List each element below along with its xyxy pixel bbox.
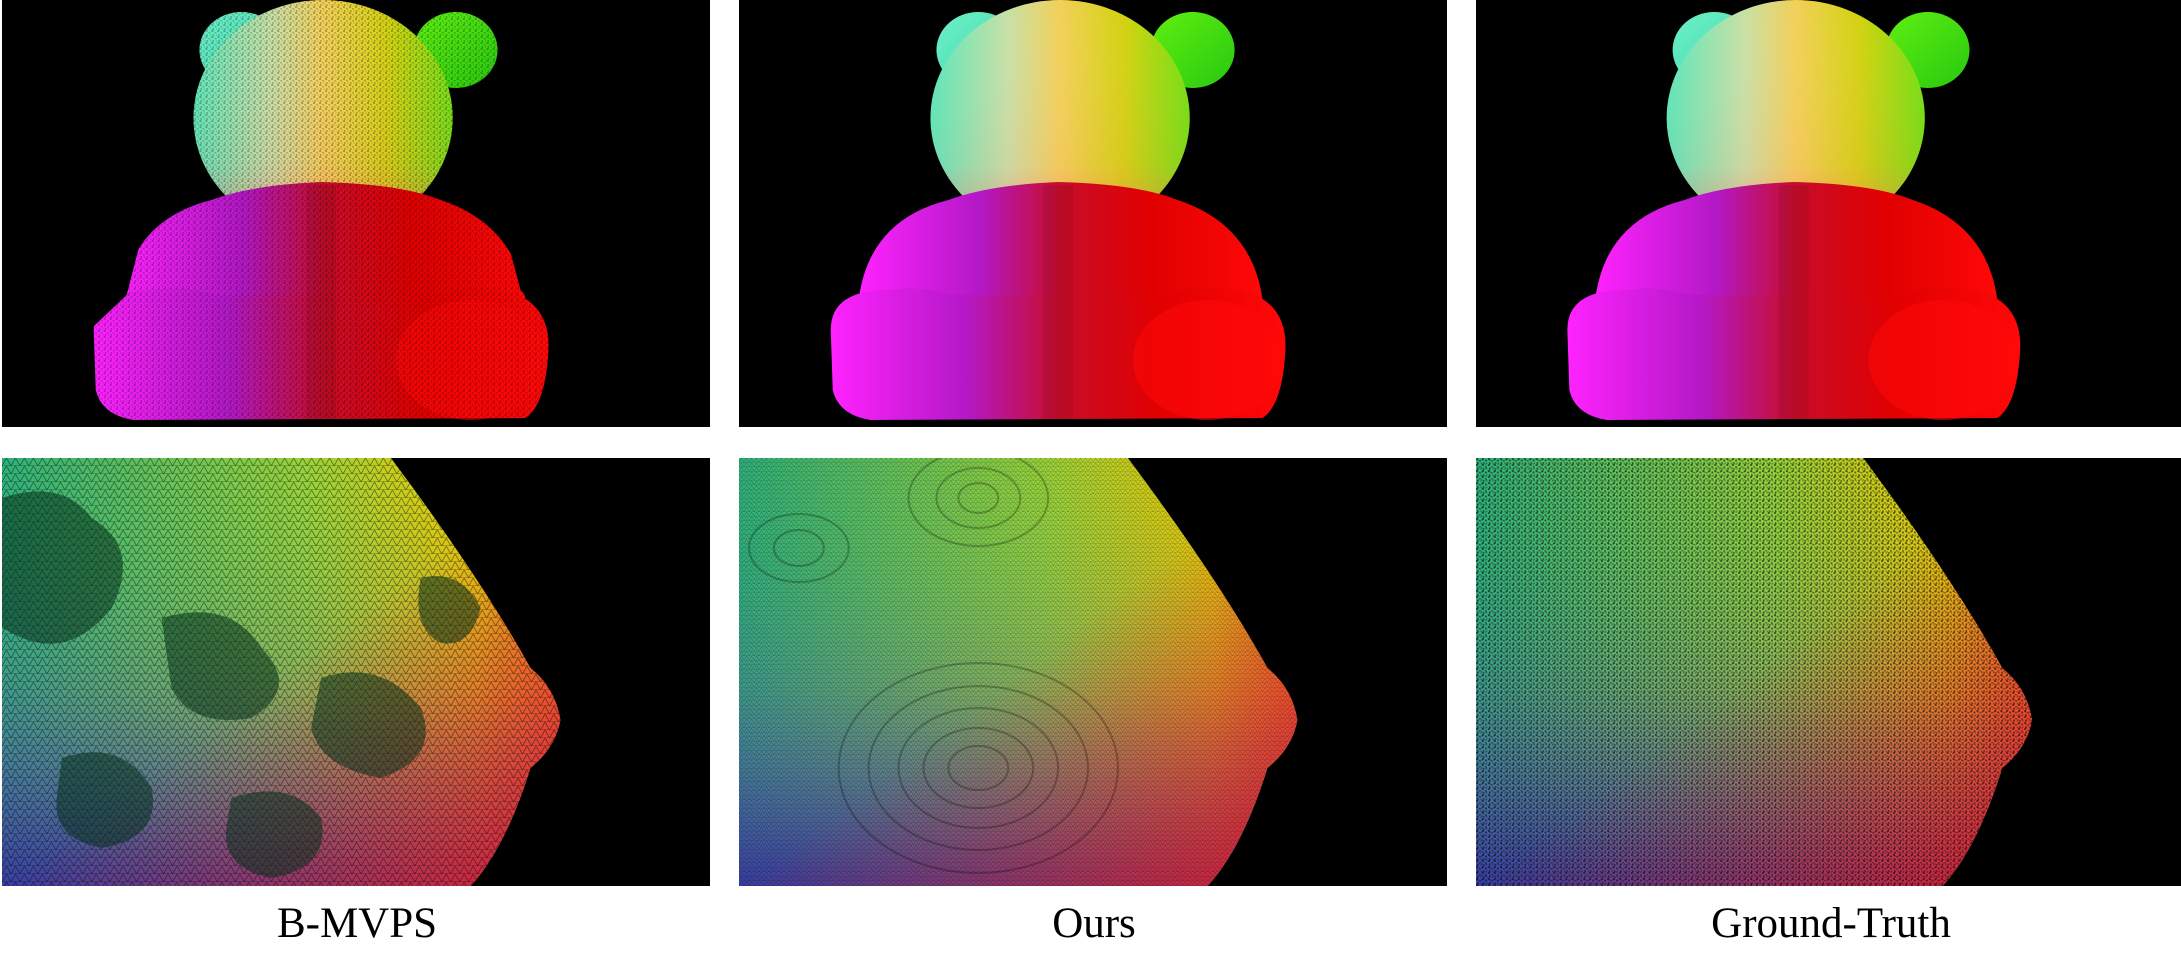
bmvps-closeup: [2, 458, 710, 886]
ours-full-view: [739, 0, 1447, 427]
caption-ground-truth: Ground-Truth: [1711, 900, 1951, 947]
ground-truth-closeup: [1476, 458, 2181, 886]
caption-ours: Ours: [1052, 900, 1136, 947]
caption-bmvps: B-MVPS: [276, 900, 438, 947]
bmvps-full-view: [2, 0, 710, 427]
ours-closeup: [739, 458, 1447, 886]
ground-truth-full-view: [1476, 0, 2181, 427]
